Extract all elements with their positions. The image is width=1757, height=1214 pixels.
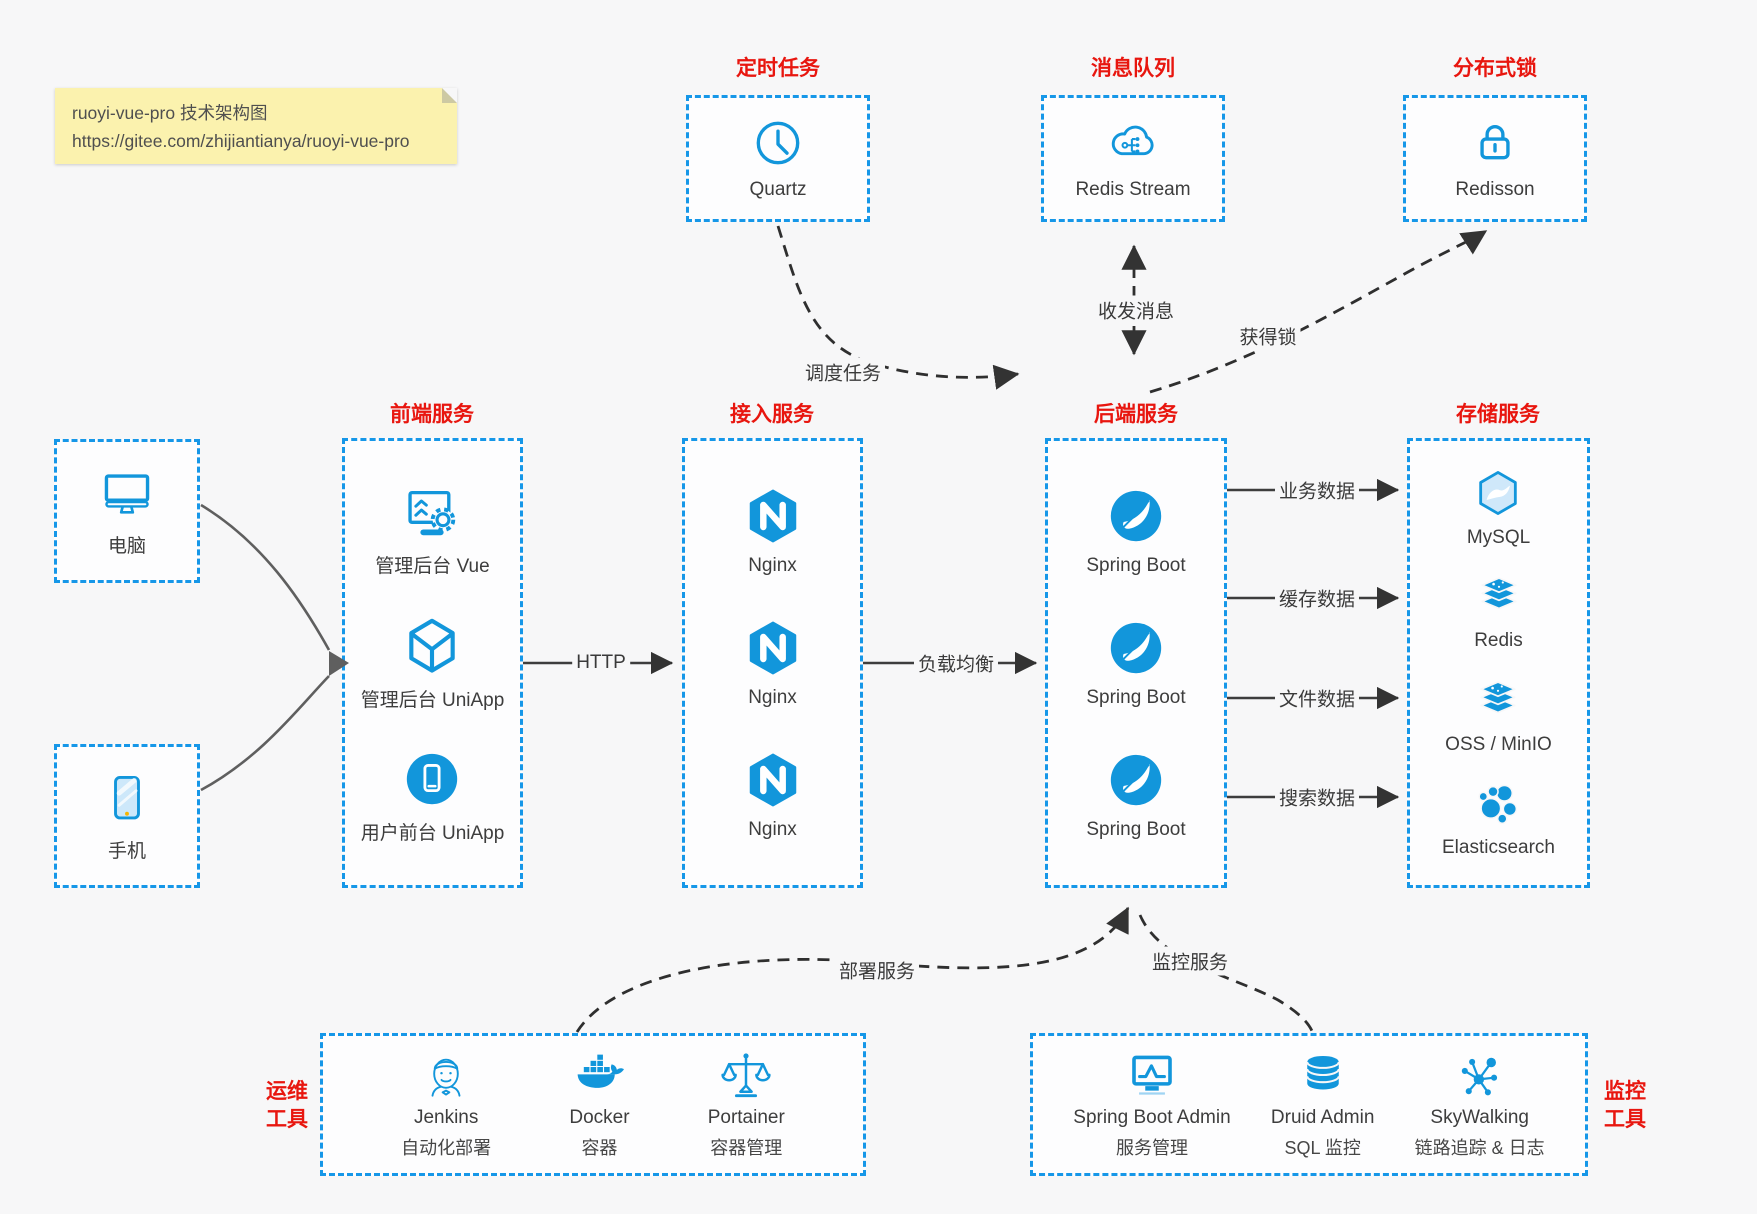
- gateway-item-nginx-1: Nginx: [742, 485, 804, 577]
- item-label: MySQL: [1466, 526, 1531, 548]
- storage-item-elasticsearch: Elasticsearch: [1442, 777, 1555, 859]
- group-box-message-queue: Redis Stream: [1041, 95, 1225, 222]
- frontend-item-admin-uniapp: 管理后台 UniApp: [360, 615, 505, 712]
- monitor-tools-title-line2: 工具: [1604, 1108, 1646, 1131]
- item-label: Docker: [569, 1107, 630, 1128]
- item-label: Elasticsearch: [1442, 837, 1555, 859]
- item-label: Spring Boot Admin: [1073, 1107, 1231, 1128]
- item-label: Nginx: [748, 555, 797, 576]
- item-sublabel: 容器: [581, 1138, 618, 1158]
- item-sublabel: SQL 监控: [1284, 1138, 1361, 1158]
- group-box-scheduled-task: Quartz: [686, 95, 870, 222]
- item-label: Spring Boot: [1086, 819, 1186, 840]
- item-label: Jenkins: [413, 1107, 479, 1128]
- item-label: 管理后台 UniApp: [360, 689, 505, 711]
- edge-label-cache-data: 缓存数据: [1274, 583, 1360, 613]
- group-box-storage: MySQL Redis OSS / MinIO Elasticsearch: [1407, 438, 1590, 888]
- item-label: Spring Boot: [1086, 555, 1186, 576]
- item-label: SkyWalking: [1430, 1107, 1529, 1128]
- edge-schedule-tasks: [776, 225, 1020, 390]
- ops-tools-title-line1: 运维: [266, 1080, 308, 1103]
- client-label: 手机: [107, 841, 146, 862]
- group-box-gateway: Nginx Nginx Nginx: [682, 438, 863, 888]
- storage-item-mysql: MySQL: [1467, 467, 1530, 549]
- edge-monitor-service: [1138, 914, 1314, 1032]
- group-box-ops-tools: Jenkins 自动化部署 Docker 容器 Portainer 容器管理: [320, 1033, 866, 1176]
- edge-label-monitor: 监控服务: [1147, 946, 1233, 976]
- ops-item-docker: Docker 容器: [569, 1049, 630, 1160]
- converge-arrowhead: [329, 651, 349, 676]
- edge-label-schedule: 调度任务: [800, 357, 886, 387]
- ops-item-jenkins: Jenkins 自动化部署: [401, 1049, 491, 1160]
- ops-tools-title: 运维 工具: [232, 1078, 308, 1134]
- note-title: ruoyi-vue-pro 技术架构图: [72, 103, 268, 123]
- item-label: Quartz: [749, 179, 807, 200]
- ops-item-portainer: Portainer 容器管理: [708, 1049, 785, 1160]
- storage-item-redis: Redis: [1473, 570, 1525, 652]
- item-label: Portainer: [707, 1107, 785, 1128]
- edge-label-deploy: 部署服务: [834, 955, 920, 985]
- item-label: Spring Boot: [1086, 687, 1186, 708]
- item-sublabel: 链路追踪 & 日志: [1414, 1138, 1545, 1158]
- backend-item-springboot-3: Spring Boot: [1086, 749, 1186, 841]
- edge-label-load-balance: 负载均衡: [913, 648, 999, 678]
- item-sublabel: 服务管理: [1115, 1138, 1188, 1158]
- item-sublabel: 自动化部署: [401, 1138, 492, 1158]
- group-box-monitor-tools: Spring Boot Admin 服务管理 Druid Admin SQL 监…: [1030, 1033, 1588, 1176]
- group-title-distributed-lock: 分布式锁: [1453, 57, 1537, 80]
- frontend-item-user-uniapp: 用户前台 UniApp: [360, 748, 505, 845]
- item-sublabel: 容器管理: [710, 1138, 783, 1158]
- sticky-note: ruoyi-vue-pro 技术架构图 https://gitee.com/zh…: [55, 88, 457, 164]
- group-title-storage: 存储服务: [1456, 403, 1540, 426]
- item-label: Nginx: [748, 819, 797, 840]
- group-box-backend: Spring Boot Spring Boot Spring Boot: [1045, 438, 1227, 888]
- monitor-item-sba: Spring Boot Admin 服务管理: [1073, 1049, 1231, 1160]
- item-label: Redisson: [1455, 179, 1535, 200]
- item-label: Nginx: [748, 687, 797, 708]
- group-title-frontend: 前端服务: [390, 403, 474, 426]
- note-url: https://gitee.com/zhijiantianya/ruoyi-vu…: [72, 131, 410, 151]
- storage-item-oss-minio: OSS / MinIO: [1445, 674, 1552, 756]
- item-label: OSS / MinIO: [1445, 733, 1552, 755]
- ops-tools-title-line2: 工具: [266, 1108, 308, 1131]
- gateway-item-nginx-2: Nginx: [742, 617, 804, 709]
- group-box-distributed-lock: Redisson: [1403, 95, 1587, 222]
- edge-label-file-data: 文件数据: [1274, 683, 1360, 713]
- group-title-message-queue: 消息队列: [1091, 57, 1175, 80]
- edge-acquire-lock: [1149, 229, 1488, 394]
- item-label: Druid Admin: [1270, 1107, 1375, 1128]
- monitor-tools-title: 监控 工具: [1604, 1078, 1646, 1134]
- edge-label-search-data: 搜索数据: [1274, 782, 1360, 812]
- client-label: 电脑: [107, 536, 146, 557]
- backend-item-springboot-2: Spring Boot: [1086, 617, 1186, 709]
- edge-label-lock: 获得锁: [1235, 321, 1301, 351]
- client-box-desktop: 电脑: [54, 439, 200, 583]
- item-label: 用户前台 UniApp: [360, 822, 505, 844]
- backend-item-springboot-1: Spring Boot: [1086, 485, 1186, 577]
- edge-label-message: 收发消息: [1093, 295, 1179, 325]
- monitor-tools-title-line1: 监控: [1604, 1080, 1646, 1103]
- edge-desktop-to-frontend: [200, 503, 331, 651]
- item-label: Redis: [1474, 630, 1523, 652]
- client-box-phone: 手机: [54, 744, 200, 888]
- item-label: Redis Stream: [1075, 179, 1191, 200]
- group-title-backend: 后端服务: [1094, 403, 1178, 426]
- edge-label-business-data: 业务数据: [1274, 475, 1360, 505]
- edge-phone-to-frontend: [200, 675, 330, 792]
- monitor-item-druid: Druid Admin SQL 监控: [1270, 1049, 1375, 1160]
- frontend-item-admin-vue: 管理后台 Vue: [375, 481, 490, 578]
- group-box-frontend: 管理后台 Vue 管理后台 UniApp 用户前台 UniApp: [342, 438, 523, 888]
- item-label: 管理后台 Vue: [375, 556, 490, 578]
- group-title-gateway: 接入服务: [730, 403, 814, 426]
- monitor-item-skywalking: SkyWalking 链路追踪 & 日志: [1415, 1049, 1545, 1160]
- group-title-scheduled-task: 定时任务: [736, 57, 820, 80]
- gateway-item-nginx-3: Nginx: [742, 749, 804, 841]
- edge-label-http: HTTP: [572, 651, 630, 675]
